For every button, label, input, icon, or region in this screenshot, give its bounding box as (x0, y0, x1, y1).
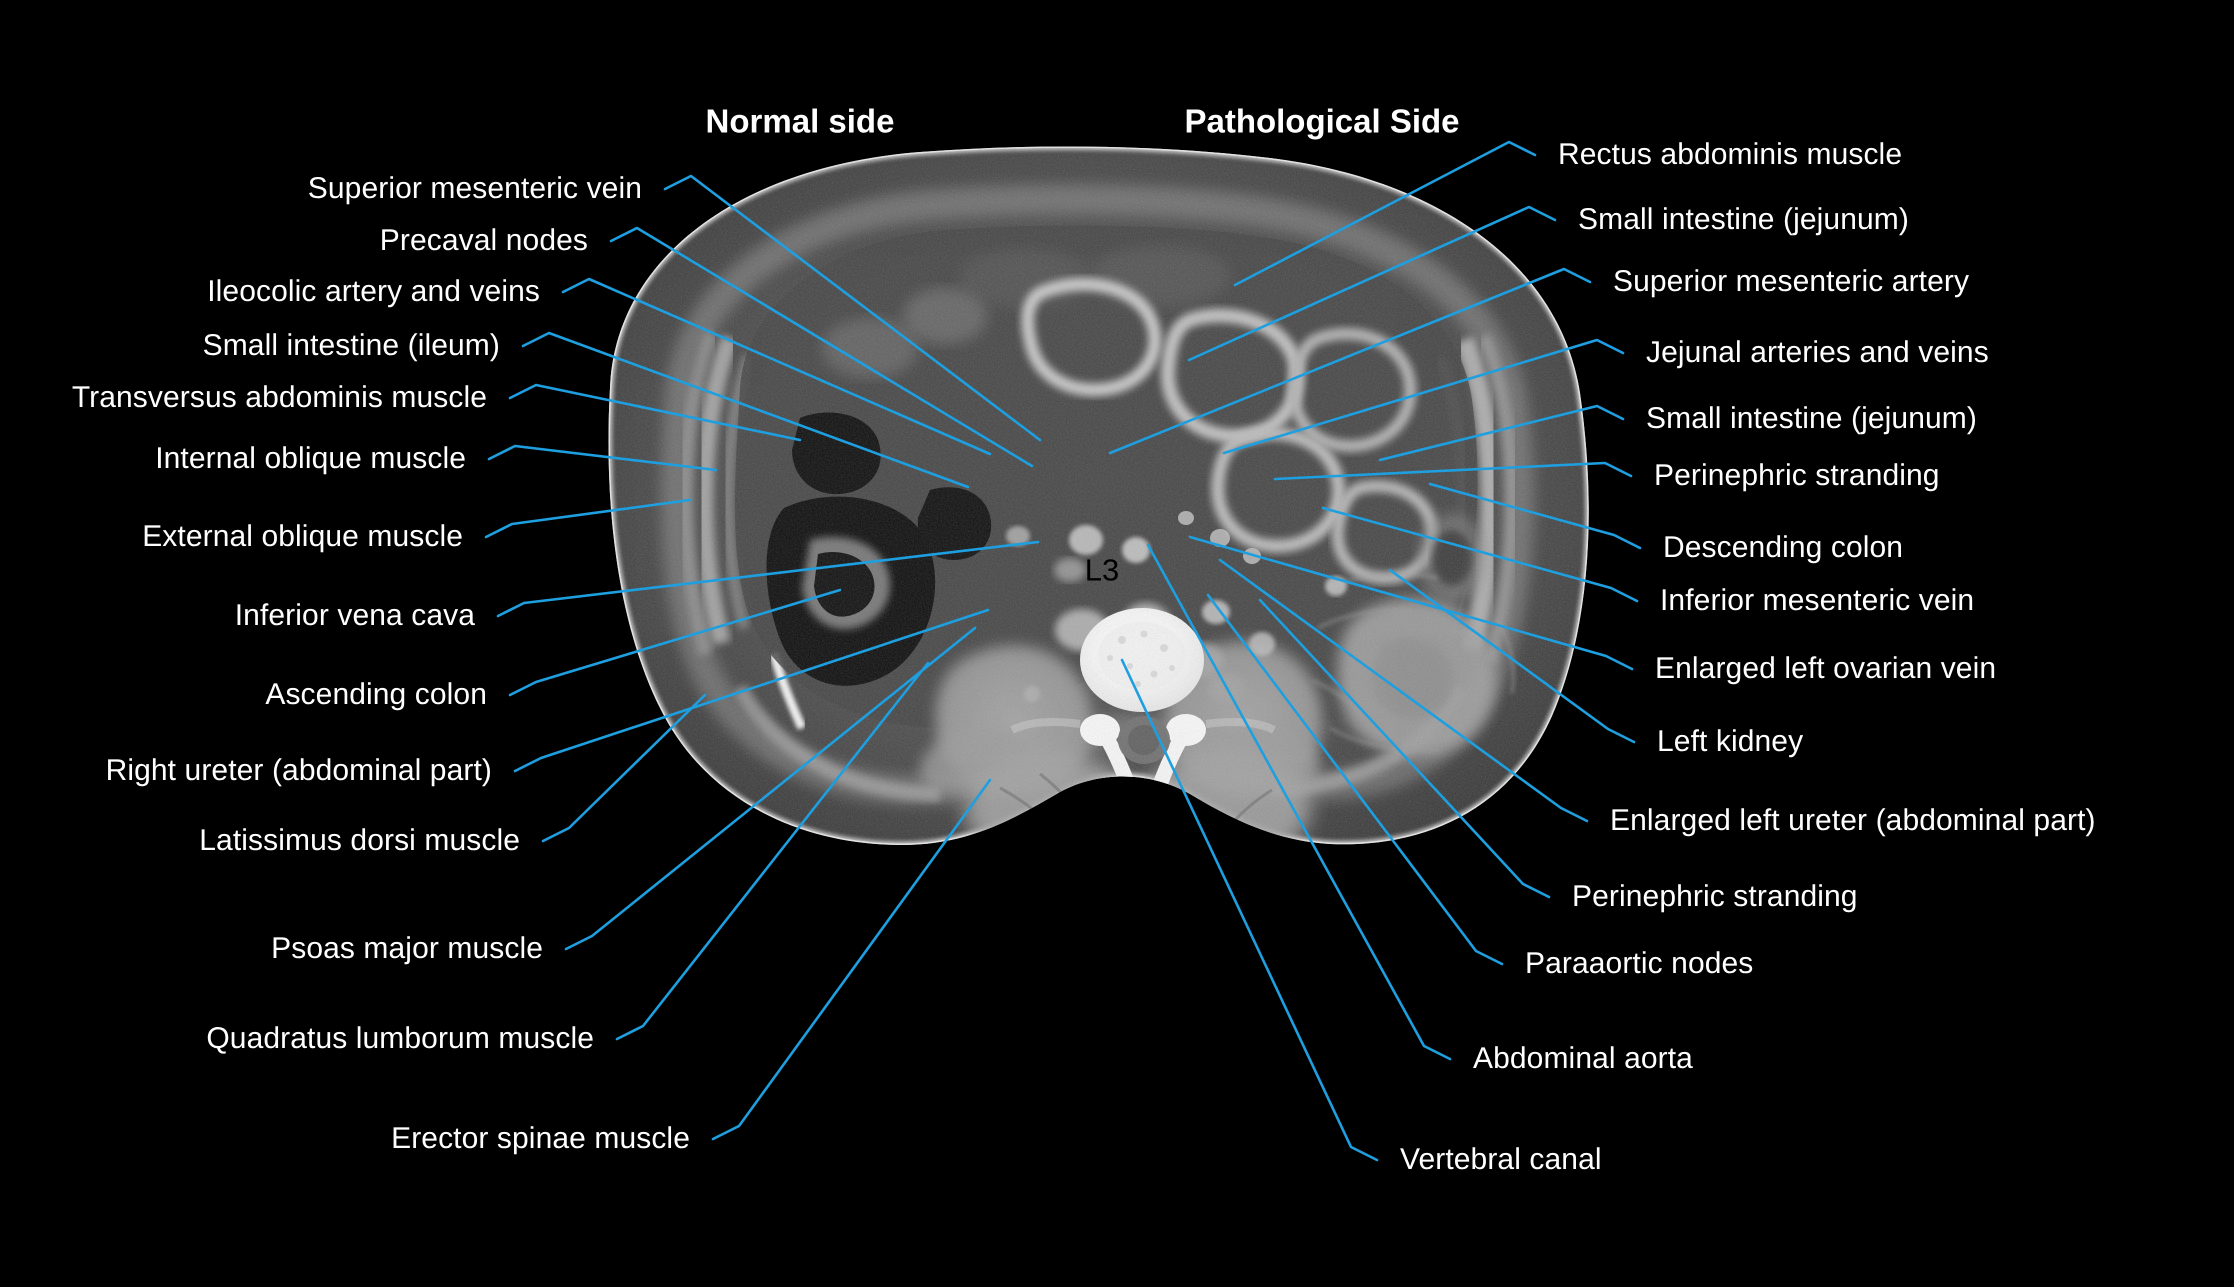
annotation-label: Psoas major muscle (271, 932, 543, 965)
annotation-label: Erector spinae muscle (391, 1122, 690, 1155)
annotation-label: Abdominal aorta (1473, 1042, 1693, 1075)
annotation-label: Internal oblique muscle (155, 442, 466, 475)
annotation-label: Small intestine (jejunum) (1646, 402, 1977, 435)
header-pathological-side: Pathological Side (1184, 102, 1460, 140)
annotation-label: Descending colon (1663, 531, 1904, 564)
annotation-label: Latissimus dorsi muscle (199, 824, 520, 857)
annotation-label: Quadratus lumborum muscle (206, 1022, 594, 1055)
annotation-label: Superior mesenteric vein (307, 172, 642, 205)
annotation-label: Precaval nodes (379, 224, 588, 257)
annotation-label: Paraaortic nodes (1525, 947, 1754, 980)
annotation-label: Enlarged left ovarian vein (1655, 652, 1997, 685)
annotation-label: Vertebral canal (1400, 1143, 1602, 1176)
annotation-label: Rectus abdominis muscle (1558, 138, 1903, 171)
annotation-label: Superior mesenteric artery (1613, 265, 1970, 298)
annotation-label: Inferior vena cava (234, 599, 475, 632)
ct-scan-image (520, 118, 1660, 908)
annotation-label: Small intestine (ileum) (202, 329, 500, 362)
annotation-label: Inferior mesenteric vein (1660, 584, 1975, 617)
annotation-label: External oblique muscle (142, 520, 463, 553)
annotation-label: Left kidney (1657, 725, 1804, 758)
annotation-label: Jejunal arteries and veins (1646, 336, 1989, 369)
vertebra-level-marker: L3 (1084, 552, 1120, 588)
annotation-label: Enlarged left ureter (abdominal part) (1610, 804, 2096, 837)
annotation-label: Small intestine (jejunum) (1578, 203, 1909, 236)
annotation-label: Ileocolic artery and veins (207, 275, 540, 308)
annotation-label: Ascending colon (265, 678, 487, 711)
annotation-label: Right ureter (abdominal part) (105, 754, 492, 787)
annotation-label: Perinephric stranding (1654, 459, 1940, 492)
header-normal-side: Normal side (705, 102, 895, 140)
annotation-label: Perinephric stranding (1572, 880, 1858, 913)
annotation-label: Transversus abdominis muscle (71, 381, 487, 414)
